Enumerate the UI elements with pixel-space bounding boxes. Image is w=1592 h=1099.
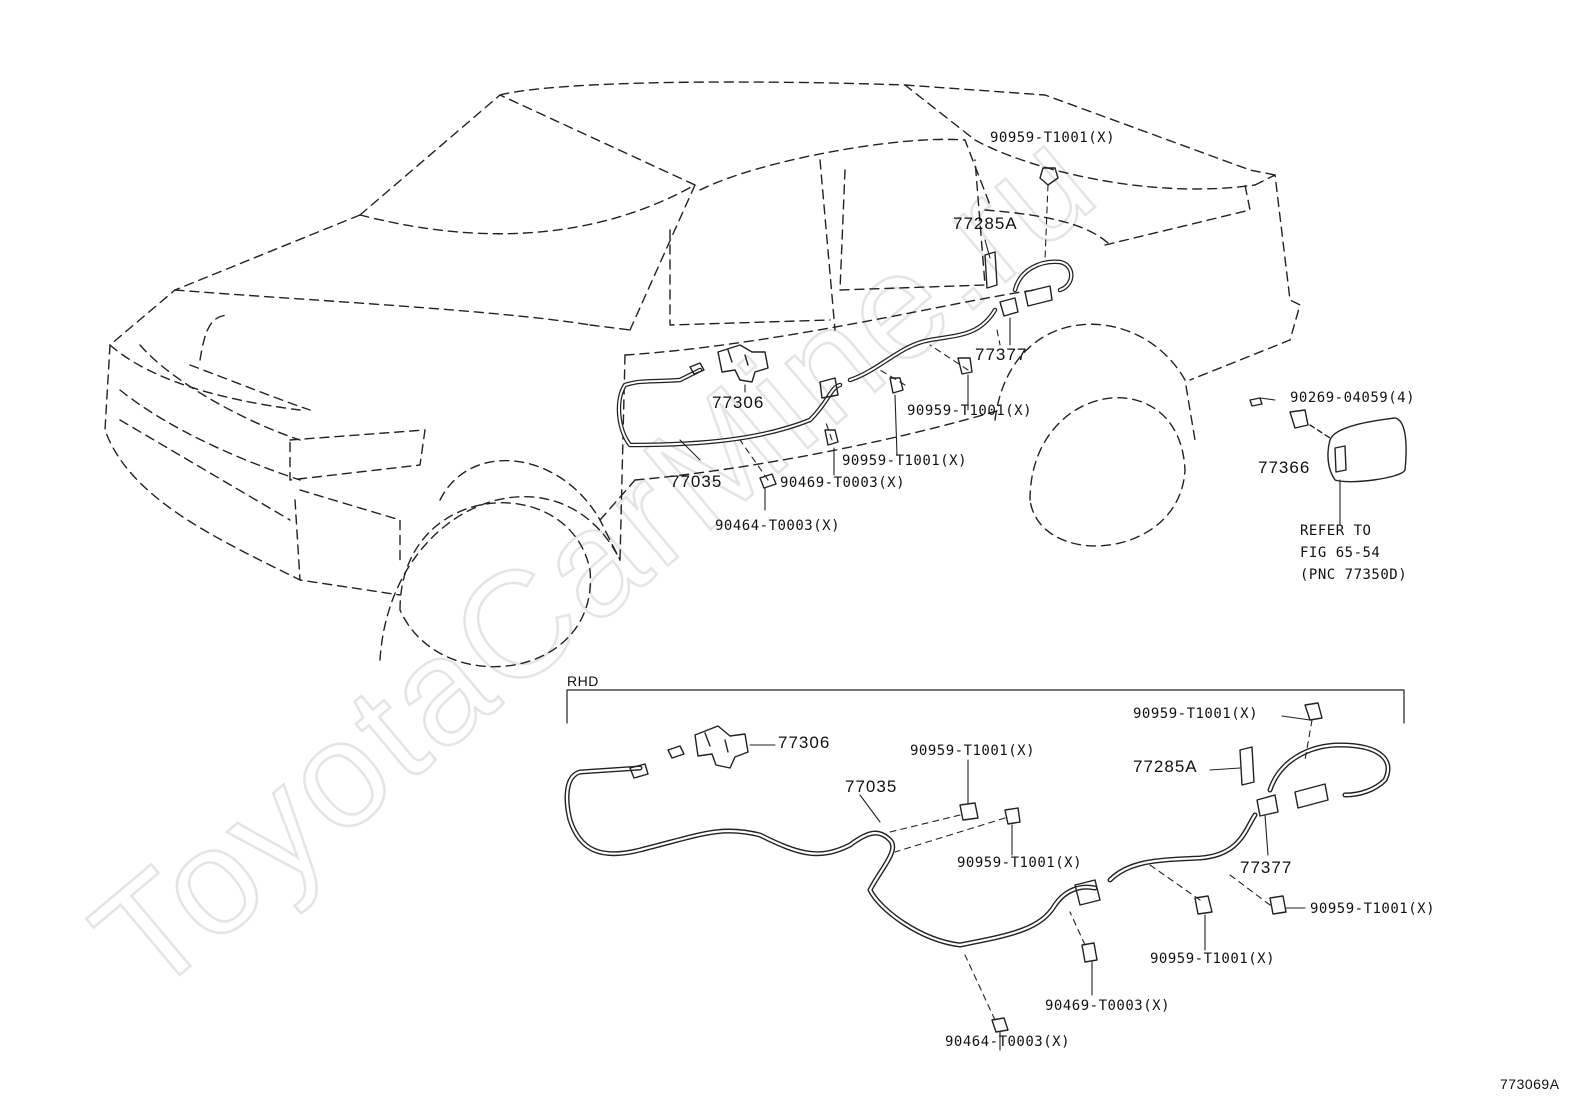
rhd-box: [566, 689, 1405, 724]
rhd-leaders: [889, 719, 1313, 1021]
label-77306-top: 77306: [712, 393, 765, 412]
truck-illustration: [104, 81, 1301, 668]
label-90469-t0003-top: 90469-T0003(X): [780, 475, 906, 491]
rhd-label-90959-c: 90959-T1001(X): [957, 855, 1083, 871]
top-cable-assembly: [616, 167, 1074, 489]
label-77285a-top: 77285A: [953, 214, 1018, 233]
rhd-label-77377: 77377: [1240, 858, 1293, 877]
rhd-label-90959-d: 90959-T1001(X): [1310, 901, 1436, 917]
top-solid-leaders: [679, 239, 1341, 526]
refer-line-1: REFER TO: [1300, 523, 1372, 539]
label-77366: 77366: [1258, 458, 1311, 477]
rhd-label-90959-a: 90959-T1001(X): [1133, 706, 1259, 722]
refer-line-3: (PNC 77350D): [1300, 567, 1408, 583]
rhd-label-90959-e: 90959-T1001(X): [1150, 951, 1276, 967]
label-90959-t1001-mid1: 90959-T1001(X): [907, 403, 1033, 419]
rhd-label-77035: 77035: [845, 777, 898, 796]
top-leaders: [739, 184, 1049, 481]
rhd-cable-assembly: [564, 702, 1391, 1033]
label-77377-top: 77377: [975, 345, 1028, 364]
rhd-solid-leaders: [749, 715, 1311, 1051]
label-90959-t1001-top: 90959-T1001(X): [990, 130, 1116, 146]
refer-line-2: FIG 65-54: [1300, 545, 1381, 561]
label-77035-top: 77035: [670, 472, 723, 491]
label-90959-t1001-mid2: 90959-T1001(X): [842, 453, 968, 469]
label-90464-t0003-top: 90464-T0003(X): [715, 518, 841, 534]
label-90269-04059: 90269-04059(4): [1290, 390, 1416, 406]
rhd-label-90464: 90464-T0003(X): [945, 1034, 1071, 1050]
fuel-lid: [1249, 397, 1407, 483]
rhd-label-90959-b: 90959-T1001(X): [910, 743, 1036, 759]
rhd-label-77306: 77306: [778, 733, 831, 752]
rhd-label-90469: 90469-T0003(X): [1045, 998, 1171, 1014]
rhd-label: RHD: [567, 673, 599, 689]
figure-code: 773069A: [1500, 1076, 1560, 1092]
rhd-label-77285a: 77285A: [1133, 757, 1198, 776]
